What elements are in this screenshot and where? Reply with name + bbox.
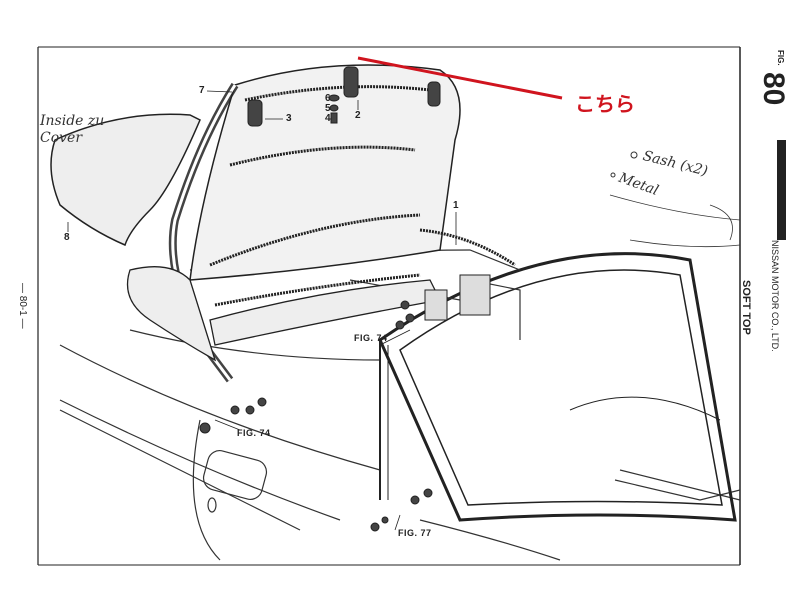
part-number-2: 2 bbox=[355, 110, 361, 121]
part-number-6: 6 bbox=[325, 93, 331, 104]
soft-top-frame bbox=[126, 64, 516, 383]
leader-lines bbox=[67, 90, 457, 531]
page-frame bbox=[37, 46, 786, 566]
hardware bbox=[199, 66, 491, 532]
top-cover-part-8 bbox=[50, 113, 201, 247]
figure-number: 80 bbox=[757, 72, 786, 106]
figure-ref-74-upper: FIG. 74 bbox=[354, 333, 388, 343]
part-number-7: 7 bbox=[199, 85, 205, 96]
part-number-8: 8 bbox=[64, 232, 70, 243]
part-number-5: 5 bbox=[325, 103, 331, 114]
part-number-3: 3 bbox=[286, 113, 292, 124]
handwritten-note-inside-cover: Inside zu Cover bbox=[40, 113, 105, 146]
handwritten-marks bbox=[609, 151, 741, 248]
callout-label: こちら bbox=[575, 92, 635, 116]
car-body bbox=[59, 329, 741, 561]
publisher-name: NISSAN MOTOR CO., LTD. bbox=[770, 240, 780, 352]
callout-arrow-line bbox=[357, 56, 563, 100]
figure-ref-74-lower: FIG. 74 bbox=[237, 428, 271, 438]
figure-label: FIG. bbox=[776, 50, 785, 66]
part-number-4: 4 bbox=[325, 113, 331, 124]
page-number: — 80-1 — bbox=[17, 283, 28, 329]
section-title: SOFT TOP bbox=[740, 280, 752, 335]
figure-ref-77: FIG. 77 bbox=[398, 528, 432, 538]
part-number-1: 1 bbox=[453, 200, 459, 211]
